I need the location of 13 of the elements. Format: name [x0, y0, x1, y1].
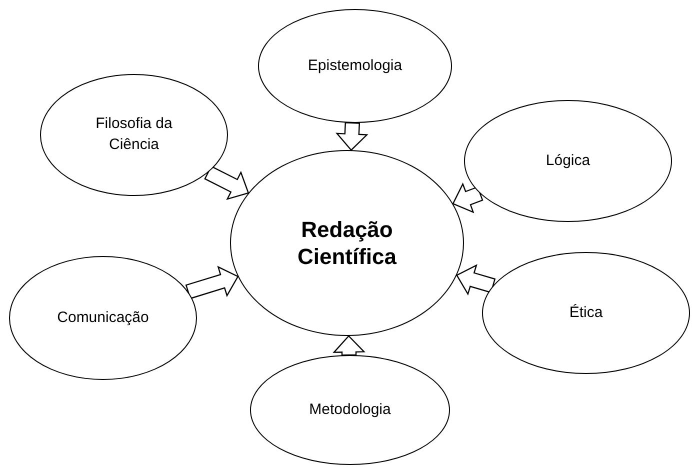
topic-label: Lógica — [544, 150, 592, 171]
block-arrow — [336, 122, 368, 151]
block-arrow — [332, 335, 366, 356]
topic-label: Epistemologia — [306, 56, 404, 76]
topic-label: Comunicação — [56, 308, 150, 328]
block-arrow — [452, 182, 484, 214]
topic-label: Metodologia — [308, 400, 392, 420]
central-topic: Redação Científica — [296, 216, 398, 270]
block-arrow — [204, 166, 250, 200]
topic-label: Ética — [568, 302, 604, 323]
block-arrow — [456, 264, 496, 296]
topic-label: Filosofia da Ciência — [94, 114, 174, 155]
block-arrow — [185, 266, 239, 300]
